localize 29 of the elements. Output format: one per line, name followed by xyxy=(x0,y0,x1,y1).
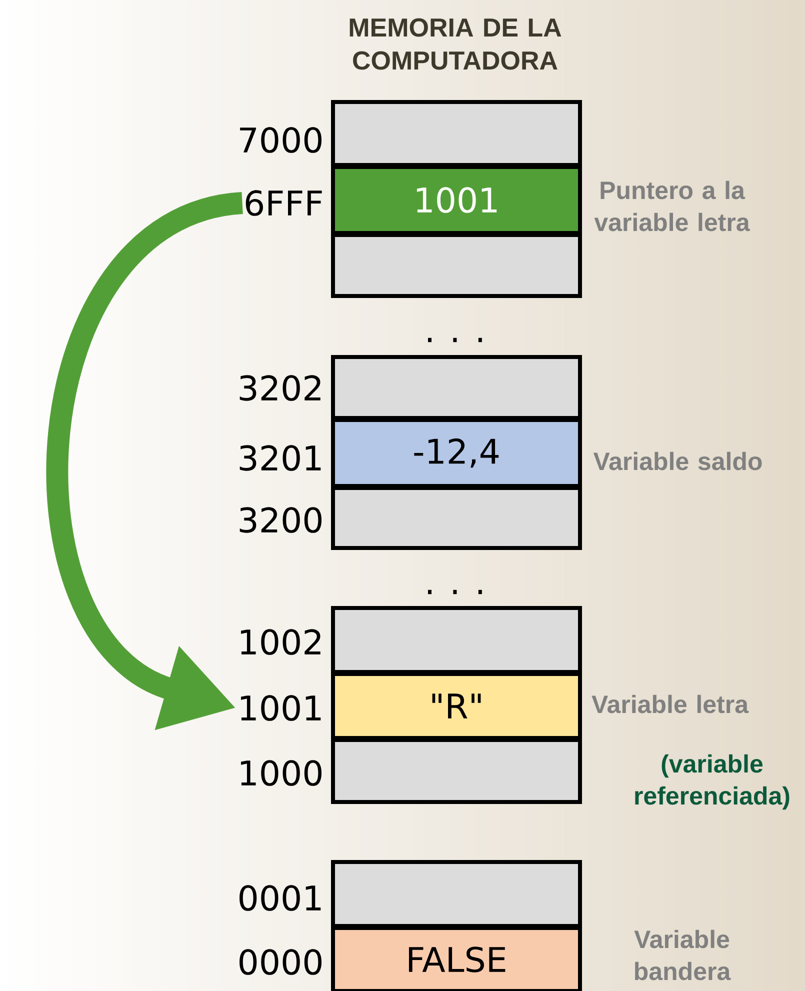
address: 3202 xyxy=(240,375,320,401)
empty-memory-cell xyxy=(331,606,582,674)
memory-cell: -12,4 xyxy=(331,418,582,488)
variable-caption: Variable letra xyxy=(592,694,749,714)
empty-memory-cell xyxy=(331,860,582,928)
address: 1000 xyxy=(241,760,322,786)
memory-cell: FALSE xyxy=(331,926,582,991)
title: MEMORIA DE LA COMPUTADORA xyxy=(350,18,562,70)
address: 1002 xyxy=(241,629,320,655)
address: 6FFF xyxy=(246,190,322,216)
address: 3201 xyxy=(240,445,321,471)
empty-memory-cell xyxy=(331,486,582,550)
memory-cell: "R" xyxy=(331,672,582,740)
empty-memory-cell xyxy=(331,355,582,420)
variable-caption: Variable bandera xyxy=(634,930,731,980)
address: 0000 xyxy=(240,949,322,975)
ellipsis: . . . xyxy=(428,590,482,594)
address: 1001 xyxy=(241,695,321,721)
empty-memory-cell xyxy=(331,233,582,298)
memory-cell: 1001 xyxy=(331,165,582,235)
address: 3200 xyxy=(240,507,322,533)
variable-caption: Puntero a la variable letra xyxy=(594,180,750,232)
empty-memory-cell xyxy=(331,100,582,167)
address: 0001 xyxy=(240,885,321,911)
empty-memory-cell xyxy=(331,738,582,804)
ellipsis: . . . xyxy=(428,338,482,342)
address: 7000 xyxy=(240,127,322,153)
variable-caption: (variable referenciada) xyxy=(635,754,790,810)
variable-caption: Variable saldo xyxy=(593,452,762,470)
